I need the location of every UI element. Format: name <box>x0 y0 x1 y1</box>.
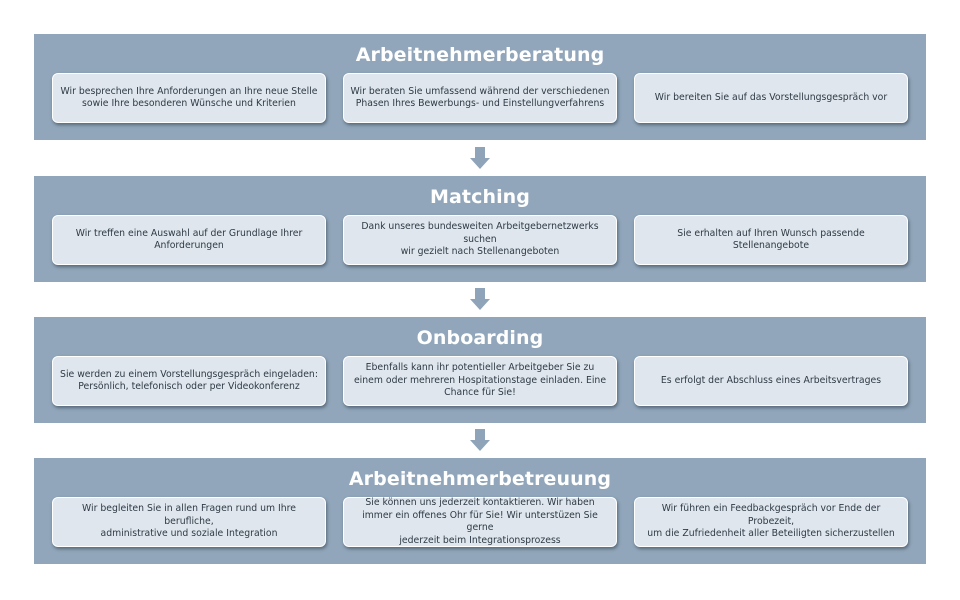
step-card-text: Wir bereiten Sie auf das Vorstellungsges… <box>654 91 888 103</box>
step-card-text: Wir treffen eine Auswahl auf der Grundla… <box>75 227 303 252</box>
step-card: Dank unseres bundesweiten Arbeitgebernet… <box>343 215 617 265</box>
phase-arbeitnehmerberatung: Arbeitnehmerberatung Wir besprechen Ihre… <box>34 34 926 140</box>
step-card: Sie können uns jederzeit kontaktieren. W… <box>343 497 617 547</box>
step-card-text: Es erfolgt der Abschluss eines Arbeitsve… <box>660 374 882 386</box>
step-card: Wir bereiten Sie auf das Vorstellungsges… <box>634 73 908 123</box>
step-card: Wir beraten Sie umfassend während der ve… <box>343 73 617 123</box>
step-card-text: Wir begleiten Sie in allen Fragen rund u… <box>82 503 296 540</box>
step-card-text: Wir besprechen Ihre Anforderungen an Ihr… <box>60 85 318 110</box>
step-card: Wir begleiten Sie in allen Fragen rund u… <box>52 497 326 547</box>
step-card-text: Sie erhalten auf Ihren Wunsch passende S… <box>677 227 865 252</box>
phase-onboarding: Onboarding Sie werden zu einem Vorstellu… <box>34 317 926 423</box>
step-card: Es erfolgt der Abschluss eines Arbeitsve… <box>634 356 908 406</box>
step-card-text: Sie werden zu einem Vorstellungsgespräch… <box>60 368 318 393</box>
phase-arbeitnehmerbetreuung: Arbeitnehmerbetreuung Wir begleiten Sie … <box>34 458 926 564</box>
arrow-down-icon <box>470 429 490 451</box>
step-card: Wir besprechen Ihre Anforderungen an Ihr… <box>52 73 326 123</box>
phase-title: Arbeitnehmerberatung <box>355 44 605 66</box>
arrow-down-icon <box>470 147 490 169</box>
step-card: Sie werden zu einem Vorstellungsgespräch… <box>52 356 326 406</box>
step-card: Ebenfalls kann ihr potentieller Arbeitge… <box>343 356 617 406</box>
phase-title: Arbeitnehmerbetreuung <box>348 468 612 490</box>
step-card-text: Wir führen ein Feedbackgespräch vor Ende… <box>647 503 895 540</box>
step-card-text: Ebenfalls kann ihr potentieller Arbeitge… <box>353 362 607 399</box>
phase-title: Onboarding <box>416 327 544 349</box>
step-card: Wir führen ein Feedbackgespräch vor Ende… <box>634 497 908 547</box>
step-card-text: Dank unseres bundesweiten Arbeitgebernet… <box>361 221 599 258</box>
arrow-down-icon <box>470 288 490 310</box>
step-card: Sie erhalten auf Ihren Wunsch passende S… <box>634 215 908 265</box>
step-card: Wir treffen eine Auswahl auf der Grundla… <box>52 215 326 265</box>
phase-matching: Matching Wir treffen eine Auswahl auf de… <box>34 176 926 282</box>
step-card-text: Wir beraten Sie umfassend während der ve… <box>350 85 610 110</box>
phase-title: Matching <box>429 186 531 208</box>
step-card-text: Sie können uns jederzeit kontaktieren. W… <box>362 497 598 546</box>
